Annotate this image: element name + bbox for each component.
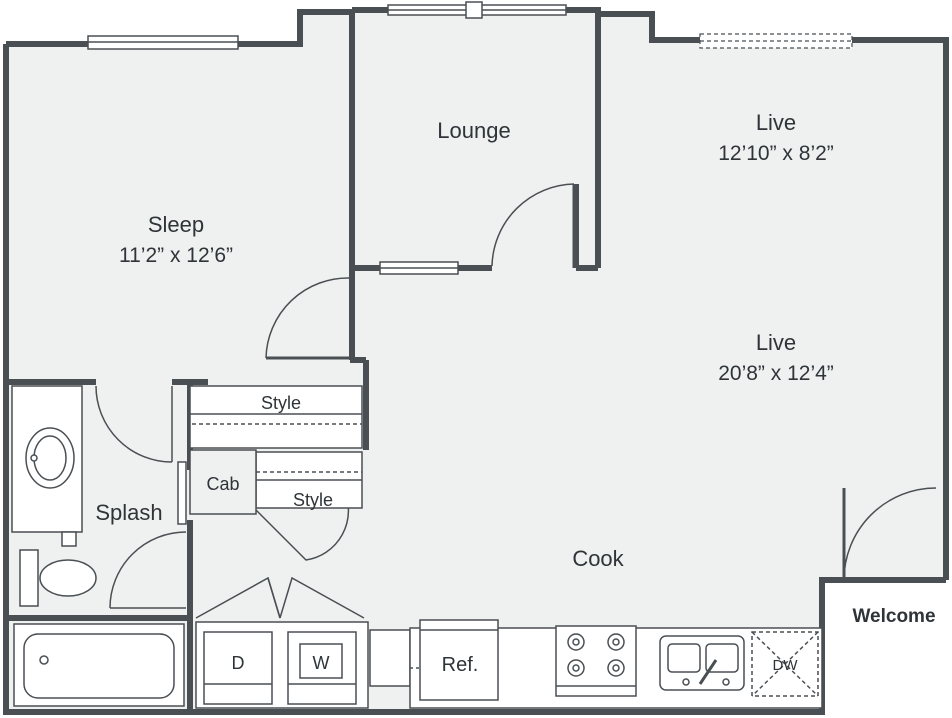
closet-label-cab: Cab — [206, 474, 239, 494]
floor-area — [6, 10, 946, 712]
toilet-tank — [19, 549, 39, 607]
appliance-label-fridge: Ref. — [442, 654, 479, 676]
room-name-sleep: Sleep — [148, 212, 204, 237]
dryer-icon — [203, 631, 273, 705]
windows — [87, 1, 567, 275]
room-name-lounge: Lounge — [437, 118, 510, 143]
window-lounge-divider — [465, 1, 483, 19]
room-name-splash: Splash — [95, 500, 162, 525]
welcome-area — [822, 582, 952, 718]
closets — [189, 385, 363, 515]
kitchen — [409, 619, 823, 709]
appliance-label-washer: W — [313, 653, 330, 673]
labels: Sleep 11’2” x 12’6” Lounge Live 12’10” x… — [95, 110, 935, 676]
doors — [95, 183, 937, 619]
room-dims-live-upper: 12’10” x 8’2” — [718, 142, 834, 165]
room-name-welcome: Welcome — [852, 606, 935, 627]
room-dims-sleep: 11’2” x 12’6” — [119, 244, 233, 267]
room-name-live-main: Live — [756, 330, 796, 355]
style-closet-top — [189, 385, 363, 449]
window-live-dashed — [699, 33, 853, 49]
cab-closet — [189, 449, 257, 515]
room-dims-live-main: 20’8” x 12’4” — [718, 362, 834, 385]
appliance-label-dryer: D — [232, 653, 245, 673]
toilet-icon — [39, 559, 97, 597]
room-name-cook: Cook — [572, 546, 624, 571]
bath-fixtures — [11, 385, 187, 707]
closet-label-style-small: Style — [293, 490, 333, 510]
room-name-live-upper: Live — [756, 110, 796, 135]
towel-bar — [177, 461, 187, 525]
interior-walls — [6, 12, 601, 712]
laundry — [195, 621, 411, 709]
appliance-label-dishwasher: DW — [773, 657, 799, 674]
closet-label-style-top: Style — [261, 393, 301, 413]
fridge-icon — [419, 619, 499, 701]
